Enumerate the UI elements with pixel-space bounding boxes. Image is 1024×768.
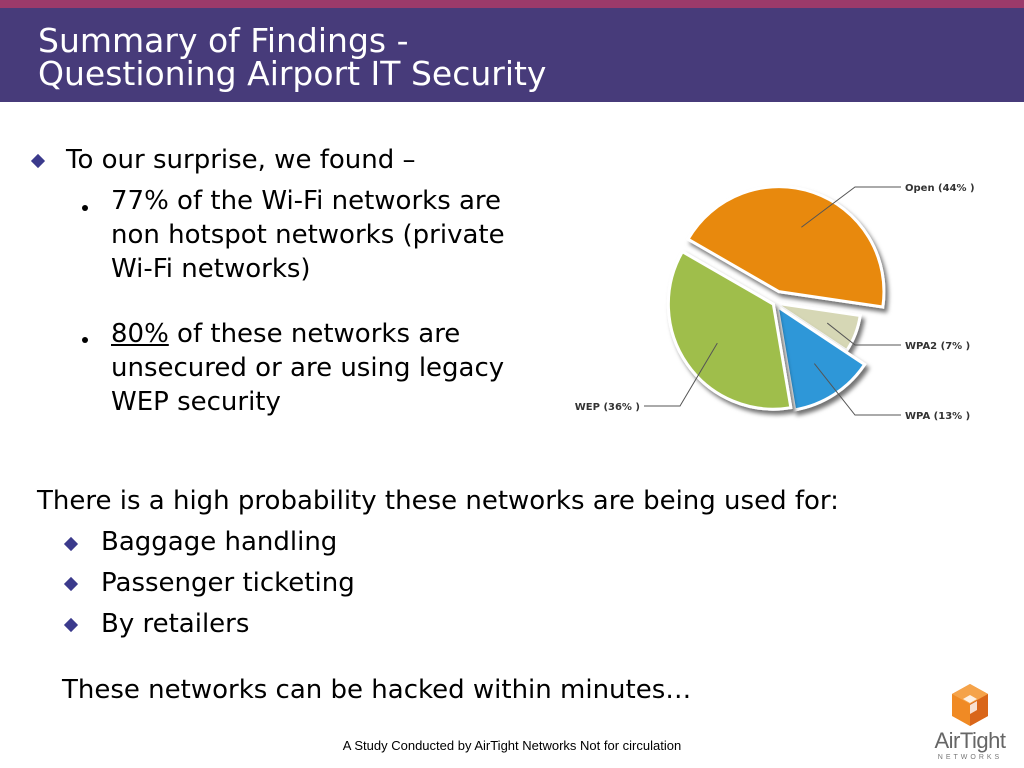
use-item: Passenger ticketing (101, 568, 355, 598)
finding-1-line1: 77% of the Wi-Fi networks are (111, 186, 502, 216)
closing-statement: These networks can be hacked within minu… (62, 675, 692, 705)
finding-2-line3: WEP security (111, 387, 281, 417)
pie-leader-line (801, 186, 901, 228)
top-accent-line (0, 0, 1024, 8)
diamond-bullet-icon (63, 536, 79, 552)
slide-title-line2: Questioning Airport IT Security (38, 54, 547, 93)
pie-slice-wpa (775, 303, 867, 412)
pie-slice-open (685, 185, 886, 309)
airtight-cube-icon (952, 684, 988, 726)
pie-leader-line (826, 322, 901, 346)
pie-leader-line (813, 363, 901, 416)
finding-1-line2: non hotspot networks (private (111, 220, 505, 250)
pie-slice-wpa2 (774, 301, 862, 353)
slide-title: Summary of Findings - Questioning Airpor… (38, 24, 546, 90)
use-item: By retailers (101, 609, 250, 639)
title-bar: Summary of Findings - Questioning Airpor… (0, 8, 1024, 102)
pie-label: Open (44% ) (905, 183, 975, 194)
pie-label: WEP (36% ) (575, 402, 640, 413)
finding-2-line1: 80% of these networks are (111, 317, 460, 351)
airtight-logo: AirTight NETWORKS (930, 682, 1010, 764)
dot-bullet-icon (82, 205, 88, 211)
dot-bullet-icon (82, 337, 88, 343)
pie-label: WPA2 (7% ) (905, 341, 970, 352)
pie-label: WPA (13% ) (905, 411, 970, 422)
logo-wordmark: AirTight (934, 728, 1006, 753)
use-item: Baggage handling (101, 527, 338, 557)
logo-subtitle: NETWORKS (937, 754, 1003, 761)
uses-heading: There is a high probability these networ… (37, 486, 839, 516)
security-pie-chart: Open (44% ) WPA2 (7% ) WPA (13% ) WEP (36% … (575, 183, 975, 422)
finding-2-rest: of these networks are (168, 319, 461, 349)
pie-slice-wep (666, 249, 793, 411)
finding-1-line3: Wi-Fi networks) (111, 254, 311, 284)
diamond-bullet-icon (30, 153, 46, 169)
diamond-bullet-icon (63, 576, 79, 592)
finding-2-percent: 80% (111, 319, 169, 349)
footer-note: A Study Conducted by AirTight Networks N… (342, 738, 682, 753)
diamond-bullet-icon (63, 617, 79, 633)
findings-intro: To our surprise, we found – (66, 145, 416, 175)
slide-title-line1: Summary of Findings - (38, 21, 409, 60)
pie-leader-line (644, 342, 718, 407)
finding-2-line2: unsecured or are using legacy (111, 353, 505, 383)
